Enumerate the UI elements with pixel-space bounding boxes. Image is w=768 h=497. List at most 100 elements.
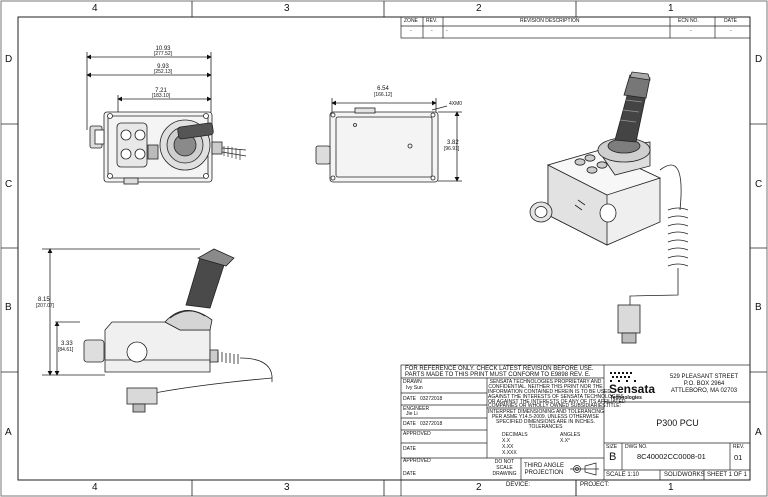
drawing-title: P300 PCU — [656, 418, 699, 428]
device-label: DEVICE: — [506, 482, 531, 488]
zone-col-1-bottom: 1 — [668, 482, 674, 493]
size-value: B — [609, 451, 617, 463]
title-block — [400, 364, 751, 496]
dim-end-hole-callout: 4XM0 — [449, 101, 463, 107]
dim-end-height: 3.82 — [447, 140, 459, 146]
dim-end-width-mm: [166.12] — [373, 92, 393, 98]
drawn-label: DRAWN — [403, 379, 422, 385]
dim-top-inner: 7.21 — [155, 88, 167, 94]
size-label: SIZE — [606, 444, 618, 450]
title-label: TITLE: — [606, 403, 622, 409]
sensata-logo-mark — [610, 372, 636, 382]
zone-col-3-bottom: 3 — [284, 482, 290, 493]
dim-end-height-mm: [96.91] — [444, 146, 460, 152]
dim-top-overall: 10.93 — [155, 46, 171, 52]
revision-block — [400, 16, 751, 39]
rev-value: 01 — [734, 453, 743, 462]
zone-row-d-right: D — [755, 54, 763, 65]
proprietary-line-1: SENSATA TECHNOLOGIES PROPRIETARY AND — [489, 379, 602, 385]
zone-col-2-top: 2 — [476, 3, 482, 14]
third-angle-line-2: PROJECTION — [524, 470, 564, 476]
address-line-1: 529 PLEASANT STREET — [669, 374, 739, 380]
isometric-view — [529, 71, 689, 344]
sensata-logo-sub: Technologies — [610, 395, 642, 401]
dim-side-body-height-mm: [84.61] — [58, 347, 74, 353]
rev-label: REV. — [733, 444, 745, 450]
zone-row-c-left: C — [5, 179, 13, 190]
proprietary-line-5: OR AGAINST THE INTERESTS OF ANY OF ITS A… — [488, 399, 626, 405]
address-line-3: ATTLEBORO, MA 02703 — [670, 388, 738, 394]
rev-row-ecn: - — [690, 28, 692, 34]
drawn-date: 03272018 — [420, 396, 443, 402]
dim-side-overall-height: 8.15 — [38, 297, 50, 303]
drawn-by: Ivy Sun — [406, 385, 423, 391]
scale: SCALE 1:10 — [606, 472, 640, 478]
end-view — [315, 98, 462, 183]
zone-col-4-top: 4 — [92, 3, 98, 14]
software: SOLIDWORKS — [664, 472, 705, 478]
dim-side-overall-height-mm: [207.07] — [36, 303, 55, 309]
dim-top-mid: 9.93 — [157, 64, 169, 70]
dim-top-overall-mm: [277.52] — [153, 51, 173, 57]
proprietary-line-6: COMPANIES OR WHOLLY OWNED SUBSIDIARIES. — [488, 403, 607, 409]
angle-x-x: X.X° — [560, 438, 571, 444]
zone-row-b-right: B — [755, 302, 762, 313]
rev-header-ecn: ECN NO. — [678, 18, 699, 24]
rev-row-zone: - — [410, 28, 412, 34]
rev-row-description: - — [446, 28, 448, 34]
dwg-no-label: DWG NO. — [625, 444, 648, 450]
engineer-label: ENGINEER — [403, 406, 430, 412]
rev-header-zone: ZONE — [404, 18, 418, 24]
side-view — [42, 248, 273, 413]
engineer-date: 03272018 — [420, 421, 443, 427]
rev-header-date: DATE — [724, 18, 737, 24]
zone-row-c-right: C — [755, 179, 763, 190]
rev-header-description: REVISION DESCRIPTION — [520, 18, 580, 24]
reference-note: FOR REFERENCE ONLY. CHECK LATEST REVISIO… — [405, 366, 594, 372]
zone-row-a-left: A — [5, 427, 12, 438]
dwg-no: 8C40002CC0008-01 — [637, 452, 706, 461]
tolerancing-line-1: INTERPRET DIMENSIONING AND TOLERANCING — [488, 409, 604, 415]
dim-top-inner-mm: [183.10] — [151, 93, 171, 99]
dim-end-width: 6.54 — [377, 86, 389, 92]
decimal-x-xxx: X.XXX — [502, 450, 517, 456]
do-not-scale-3: DRAWING — [492, 471, 517, 477]
tolerancing-line-3: SPECIFIED DIMENSIONS ARE IN INCHES. — [496, 419, 595, 425]
top-view — [86, 52, 247, 185]
engineer-date-label: DATE — [403, 421, 416, 427]
do-not-scale-2: SCALE — [496, 465, 513, 471]
approved2-label: APPROVED — [403, 458, 431, 464]
conform-note: PARTS MADE TO THIS PRINT MUST CONFORM TO… — [405, 372, 591, 378]
address-line-2: P.O. BOX 2964 — [683, 381, 725, 387]
zone-row-a-right: A — [755, 427, 762, 438]
tolerancing-line-4: TOLERANCES — [528, 424, 563, 430]
do-not-scale-1: DO NOT — [494, 459, 515, 465]
zone-row-b-left: B — [5, 302, 12, 313]
proprietary-line-4: AGAINST THE INTERESTS OF SENSATA TECHNOL… — [488, 394, 624, 400]
dim-side-body-height: 3.33 — [61, 341, 73, 347]
tolerancing-line-2: PER ASME Y14.5-2009. UNLESS OTHERWISE — [491, 414, 600, 420]
zone-col-3-top: 3 — [284, 3, 290, 14]
proprietary-line-3: INFORMATION CONTAINED HEREIN IS TO BE US… — [488, 389, 611, 395]
zone-col-4-bottom: 4 — [92, 482, 98, 493]
approved2-date-label: DATE — [403, 471, 416, 477]
dim-top-mid-mm: [252.13] — [153, 69, 173, 75]
zone-row-d-left: D — [5, 54, 13, 65]
decimals-label: DECIMALS — [502, 432, 528, 438]
sensata-logo: Sensata — [609, 382, 656, 396]
decimal-x-xx: X.XX — [502, 444, 514, 450]
angles-label: ANGLES — [560, 432, 581, 438]
engineer-name: Jie Li — [406, 411, 418, 417]
zone-col-2-bottom: 2 — [476, 482, 482, 493]
project-label: PROJECT: — [580, 482, 610, 488]
approved1-label: APPROVED — [403, 431, 431, 437]
sheet-number: SHEET 1 OF 1 — [707, 472, 747, 478]
zone-col-1-top: 1 — [668, 3, 674, 14]
drawn-date-label: DATE — [403, 396, 416, 402]
rev-header-rev: REV. — [426, 18, 438, 24]
third-angle-line-1: THIRD ANGLE — [523, 463, 564, 469]
decimal-x-x: X.X — [502, 438, 511, 444]
